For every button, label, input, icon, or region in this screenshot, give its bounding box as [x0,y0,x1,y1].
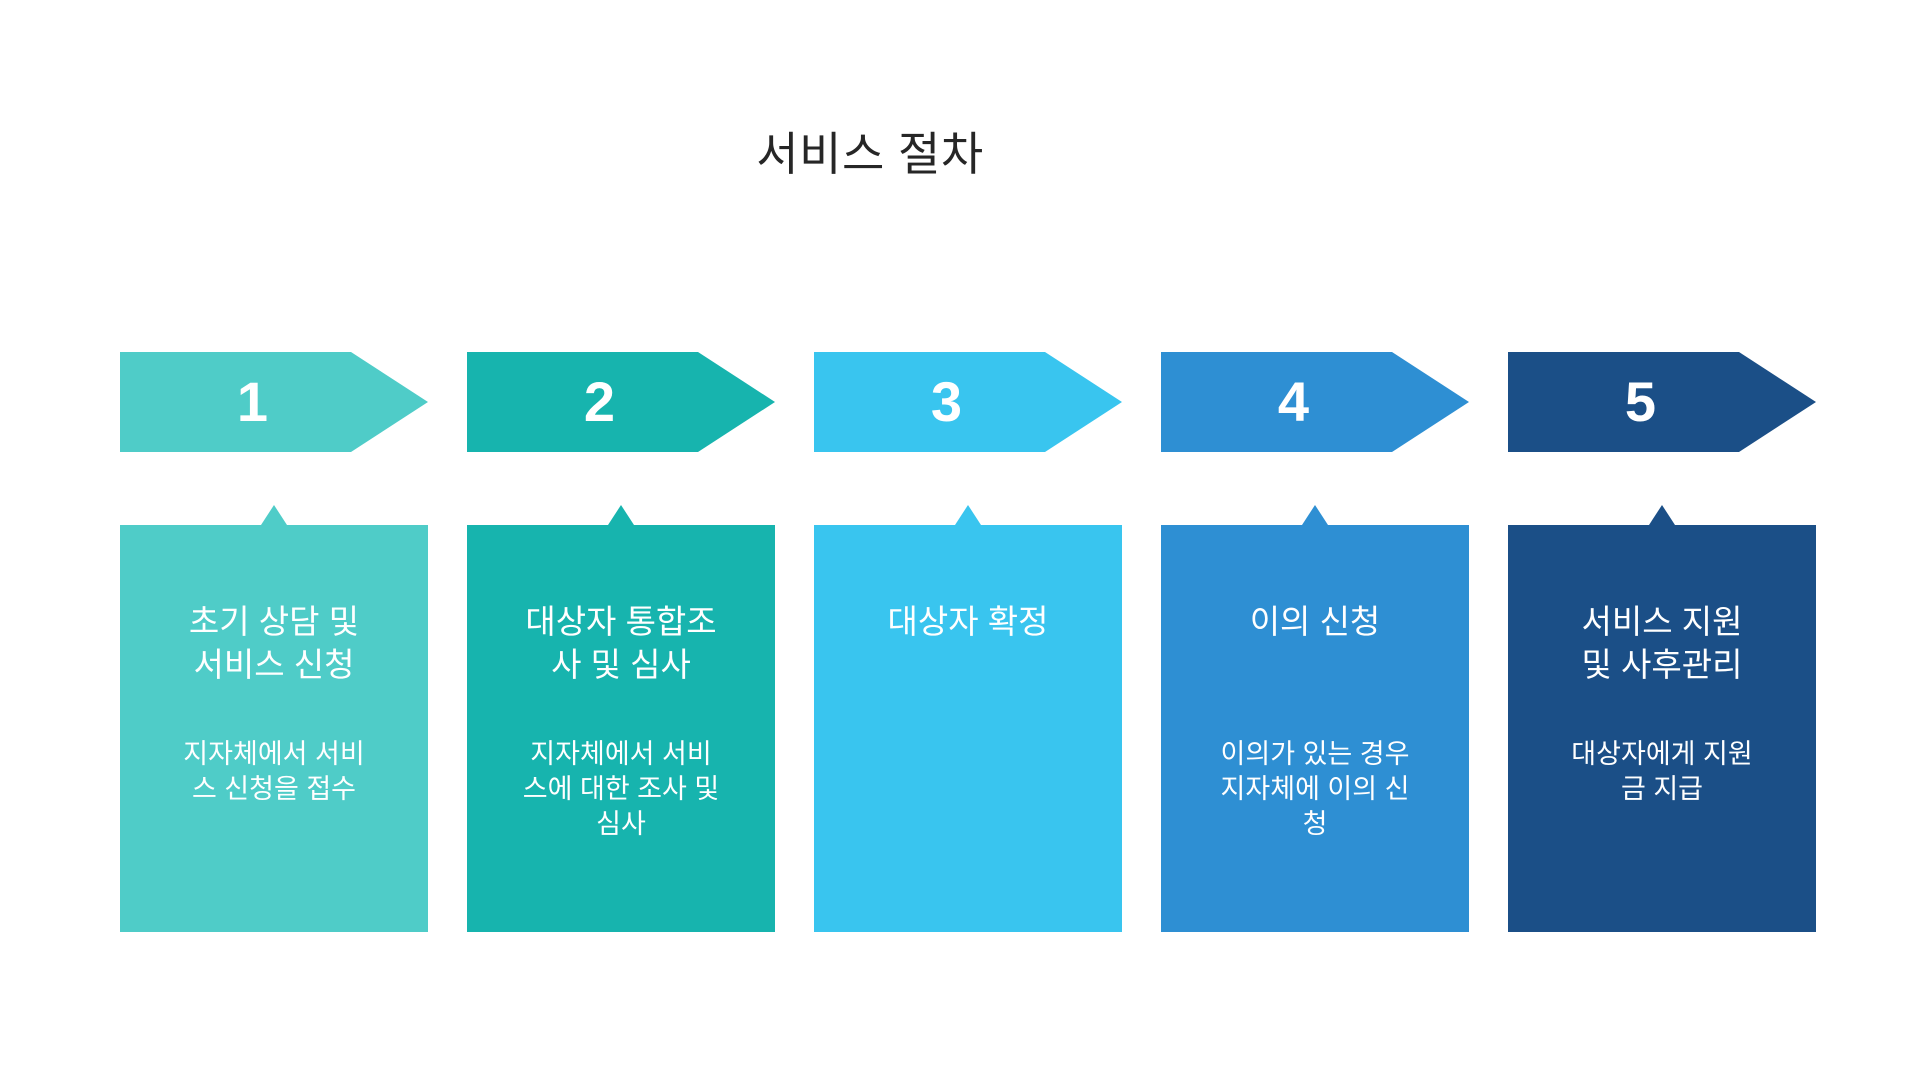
step-arrow-4: 4 [1161,352,1469,452]
step-number-3: 3 [930,370,963,433]
card-pointer-icon [1649,505,1675,525]
step-arrow-3: 3 [814,352,1122,452]
step-arrow-1: 1 [120,352,428,452]
step-card-title-2: 대상자 통합조 사 및 심사 [525,603,717,683]
step-number-2: 2 [583,370,616,433]
step-column-3: 3 대상자 확정 [814,352,1122,932]
step-card-body-5: 대상자에게 지원 금 지급 [1571,739,1753,804]
card-pointer-icon [608,505,634,525]
page-title: 서비스 절차 [756,128,984,180]
card-pointer-icon [955,505,981,525]
card-pointer-icon [1302,505,1328,525]
step-number-1: 1 [236,370,269,433]
step-card-title-1: 초기 상담 및 서비스 신청 [188,603,360,683]
step-arrow-5: 5 [1508,352,1816,452]
step-arrow-2: 2 [467,352,775,452]
step-column-2: 2 대상자 통합조 사 및 심사 지자체에서 서비 스에 대한 조사 및 심사 [467,352,775,932]
step-number-4: 4 [1277,370,1310,433]
step-number-5: 5 [1624,370,1657,433]
step-column-5: 5 서비스 지원 및 사후관리 대상자에게 지원 금 지급 [1508,352,1816,932]
step-card-body-4: 이의가 있는 경우 지자체에 이의 신 청 [1220,739,1410,839]
step-card-4: 이의 신청 이의가 있는 경우 지자체에 이의 신 청 [1161,525,1469,932]
step-card-title-4: 이의 신청 [1249,603,1381,640]
step-card-1: 초기 상담 및 서비스 신청 지자체에서 서비 스 신청을 접수 [120,525,428,932]
step-card-3: 대상자 확정 [814,525,1122,932]
step-card-title-3: 대상자 확정 [887,603,1049,640]
process-flow: 1 초기 상담 및 서비스 신청 지자체에서 서비 스 신청을 접수 2 대상자… [120,352,1816,932]
step-card-body-2: 지자체에서 서비 스에 대한 조사 및 심사 [522,739,720,839]
step-column-1: 1 초기 상담 및 서비스 신청 지자체에서 서비 스 신청을 접수 [120,352,428,932]
card-pointer-icon [261,505,287,525]
step-card-body-1: 지자체에서 서비 스 신청을 접수 [183,739,365,804]
step-column-4: 4 이의 신청 이의가 있는 경우 지자체에 이의 신 청 [1161,352,1469,932]
step-card-2: 대상자 통합조 사 및 심사 지자체에서 서비 스에 대한 조사 및 심사 [467,525,775,932]
step-card-title-5: 서비스 지원 및 사후관리 [1581,603,1743,683]
step-card-5: 서비스 지원 및 사후관리 대상자에게 지원 금 지급 [1508,525,1816,932]
